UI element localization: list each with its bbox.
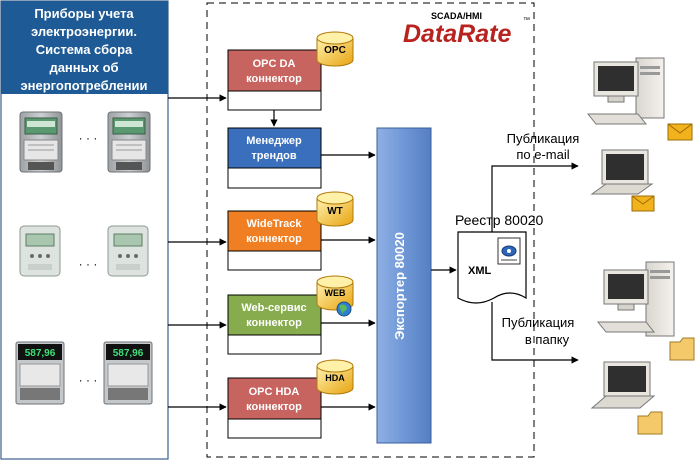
laptop-computer-icon xyxy=(590,149,654,195)
connector-trend-manager: Менеджер трендов xyxy=(227,127,322,189)
system-boundary xyxy=(206,2,535,458)
desktop-computer-icon xyxy=(596,261,675,337)
meter-icon: 587,96 xyxy=(15,341,65,405)
meter-reading: 587,96 xyxy=(25,348,56,359)
folder-icon xyxy=(637,411,663,435)
logo-trademark: ™ xyxy=(523,17,530,24)
logo-name: DataRate xyxy=(403,20,511,48)
mail-envelope-icon xyxy=(631,195,655,212)
logo-tag: SCADA/HMI xyxy=(431,11,482,21)
database-icon: WT xyxy=(316,191,354,227)
panel-header-line-2: электроэнергии. xyxy=(31,24,137,39)
exporter-80020: Экспортер 80020 xyxy=(376,127,432,444)
badge-label: HDA xyxy=(325,373,345,383)
laptop-computer-icon xyxy=(590,361,656,409)
connector-title-bar xyxy=(227,49,322,92)
meter-icon xyxy=(19,111,63,173)
connector-opc-da: OPC DA коннектор OPC xyxy=(227,31,354,111)
database-icon: OPC xyxy=(316,31,354,67)
connector-title-bar xyxy=(227,210,322,252)
connector-body xyxy=(227,334,322,355)
connector-title-bar xyxy=(227,127,322,169)
panel-header xyxy=(1,1,168,94)
connector-label: Web-сервис xyxy=(241,302,306,314)
desktop-computer-icon xyxy=(586,57,665,125)
database-icon: HDA xyxy=(316,359,354,395)
meter-icon xyxy=(19,225,61,277)
publication-folder-line-2: в папку xyxy=(525,332,570,347)
connector-widetrack: WideTrack коннектор WT xyxy=(227,191,354,271)
connector-title-bar xyxy=(227,294,322,336)
folder-icon xyxy=(669,337,695,361)
meters-panel: Приборы учета электроэнергии. Система сб… xyxy=(0,0,169,460)
panel-header-line-1: Приборы учета xyxy=(34,6,134,21)
connector-body xyxy=(227,250,322,271)
connector-label: Менеджер xyxy=(246,135,302,147)
connector-label: OPC HDA xyxy=(249,386,300,398)
connector-title-bar xyxy=(227,377,322,420)
connector-opc-hda: OPC HDA коннектор HDA xyxy=(227,359,354,439)
connector-label: коннектор xyxy=(246,73,302,85)
connector-label: OPC DA xyxy=(253,58,296,70)
badge-label: OPC xyxy=(324,45,346,56)
globe-icon xyxy=(336,301,352,317)
badge-label: WT xyxy=(327,206,343,217)
xml-file-icon xyxy=(497,237,521,265)
panel-header-line-4: данных об xyxy=(49,60,118,75)
meter-reading: 587,96 xyxy=(113,348,144,359)
registry-label: Реестр 80020 xyxy=(455,212,544,228)
xml-label: XML xyxy=(468,265,492,277)
meter-icon xyxy=(107,111,151,173)
publication-email-line-2: по e-mail xyxy=(516,147,569,162)
datarate-logo: SCADA/HMI DataRate ™ xyxy=(403,11,530,48)
connector-body xyxy=(227,167,322,189)
ellipsis: · · · xyxy=(79,257,98,271)
connector-body xyxy=(227,418,322,439)
exporter-bar xyxy=(376,127,432,444)
connector-label: трендов xyxy=(251,150,297,162)
panel-header-line-3: Система сбора xyxy=(36,42,133,57)
badge-label: WEB xyxy=(325,288,346,298)
arrow-registry-to-folder xyxy=(491,302,579,364)
exporter-label: Экспортер 80020 xyxy=(392,232,407,340)
ellipsis: · · · xyxy=(79,373,98,387)
panel-header-line-5: энергопотреблении xyxy=(20,78,147,93)
connector-body xyxy=(227,90,322,111)
connector-label: коннектор xyxy=(246,401,302,413)
connector-label: коннектор xyxy=(246,317,302,329)
connector-label: WideTrack xyxy=(247,218,303,230)
publication-email-line-1: Публикация xyxy=(507,131,580,146)
meter-icon: 587,96 xyxy=(103,341,153,405)
mail-envelope-icon xyxy=(667,123,693,141)
connections xyxy=(168,94,579,411)
registry-80020: Реестр 80020 XML xyxy=(455,212,544,304)
connector-web-service: Web-сервис коннектор WEB xyxy=(227,275,354,355)
ellipsis: · · · xyxy=(79,131,98,145)
arrow-registry-to-email xyxy=(491,162,579,232)
publication-folder-line-1: Публикация xyxy=(502,315,575,330)
connector-label: коннектор xyxy=(246,233,302,245)
meter-icon xyxy=(107,225,149,277)
